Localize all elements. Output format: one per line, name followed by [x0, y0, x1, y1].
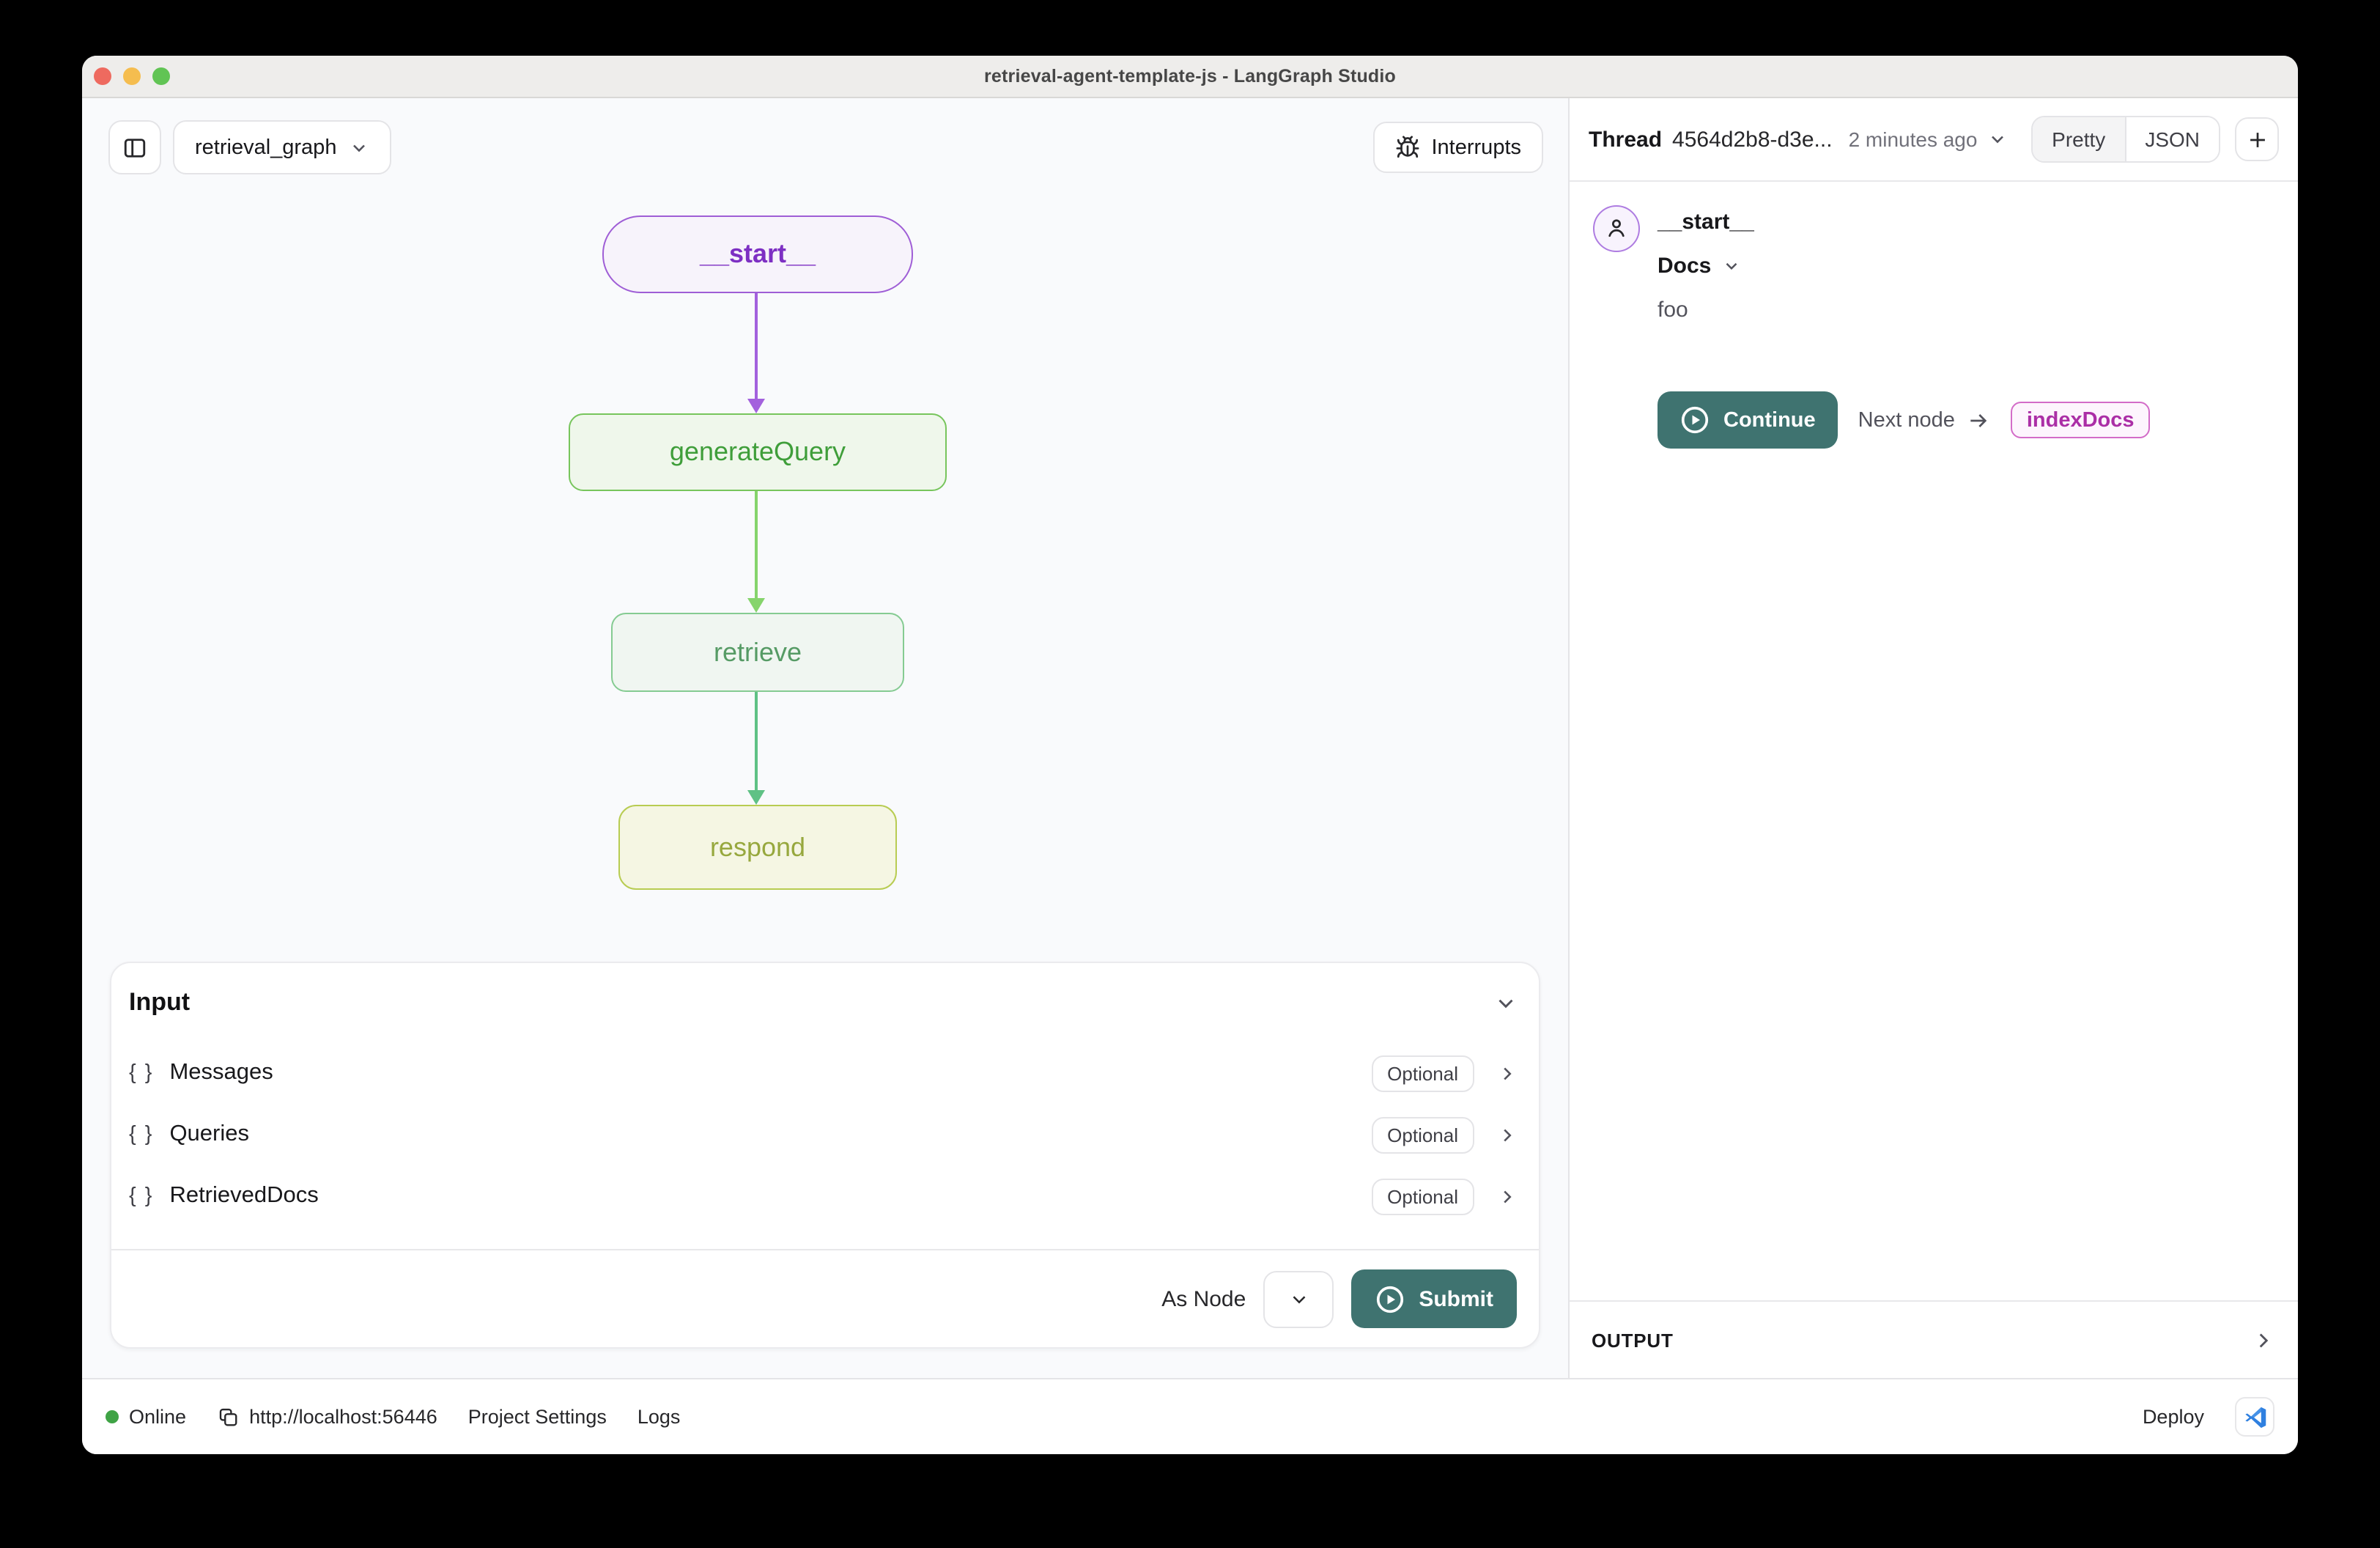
user-icon	[1603, 215, 1630, 242]
input-row-retrieveddocs[interactable]: { } RetrievedDocs Optional	[111, 1165, 1539, 1227]
edge-retrieve-to-respond	[755, 689, 758, 790]
input-row-label: Messages	[169, 1060, 273, 1085]
edge-generatequery-to-retrieve	[755, 488, 758, 598]
input-panel-footer: As Node Submit	[111, 1250, 1539, 1347]
zoom-window-button[interactable]	[152, 67, 170, 85]
view-mode-pretty[interactable]: Pretty	[2033, 117, 2125, 161]
input-row-queries[interactable]: { } Queries Optional	[111, 1104, 1539, 1165]
status-bar: Online http://localhost:56446 Project Se…	[82, 1378, 2298, 1454]
view-mode-toggle: Pretty JSON	[2031, 116, 2220, 163]
online-status: Online	[106, 1406, 186, 1428]
graph-node-generatequery-label: generateQuery	[669, 437, 846, 466]
optional-badge: Optional	[1371, 1116, 1474, 1153]
edge-start-to-generatequery	[755, 290, 758, 399]
input-footer-divider	[111, 1249, 1539, 1250]
server-url[interactable]: http://localhost:56446	[217, 1406, 437, 1428]
message-node-name: __start__	[1658, 210, 1754, 235]
output-label: OUTPUT	[1592, 1329, 1674, 1351]
online-label: Online	[129, 1406, 187, 1428]
project-settings-link[interactable]: Project Settings	[468, 1406, 607, 1428]
input-panel-header[interactable]: Input	[111, 963, 1539, 1042]
interrupts-label: Interrupts	[1431, 136, 1522, 159]
thread-header: Thread 4564d2b8-d3e... 2 minutes ago Pre…	[1570, 98, 2298, 182]
message-content: __start__ Docs foo	[1658, 205, 1754, 322]
next-node-badge[interactable]: indexDocs	[2010, 402, 2151, 438]
copy-icon	[217, 1406, 239, 1428]
graph-node-retrieve-label: retrieve	[713, 637, 802, 666]
input-row-messages[interactable]: { } Messages Optional	[111, 1042, 1539, 1104]
braces-icon: { }	[129, 1123, 154, 1146]
thread-timestamp: 2 minutes ago	[1848, 128, 1978, 151]
chevron-down-icon	[1287, 1288, 1309, 1310]
thread-body: __start__ Docs foo	[1570, 182, 2298, 1300]
logs-link[interactable]: Logs	[637, 1406, 681, 1428]
graph-node-retrieve[interactable]: retrieve	[611, 613, 904, 692]
avatar	[1593, 205, 1640, 252]
chevron-right-icon	[1496, 1124, 1518, 1146]
chevron-down-icon[interactable]	[1987, 129, 2008, 150]
continue-button[interactable]: Continue	[1658, 391, 1838, 449]
graph-selector-dropdown[interactable]: retrieval_graph	[173, 120, 391, 174]
graph-selector-label: retrieval_graph	[195, 136, 337, 159]
optional-badge: Optional	[1371, 1055, 1474, 1091]
next-node-label: Next node	[1858, 408, 1955, 432]
chevron-right-icon	[2251, 1327, 2276, 1352]
window-title: retrieval-agent-template-js - LangGraph …	[983, 66, 1397, 86]
message-field-label: Docs	[1658, 254, 1712, 279]
input-panel-title: Input	[129, 988, 191, 1016]
play-circle-icon	[1375, 1283, 1405, 1314]
app-window: retrieval-agent-template-js - LangGraph …	[82, 56, 2298, 1454]
optional-badge: Optional	[1371, 1178, 1474, 1215]
as-node-select[interactable]	[1263, 1270, 1334, 1327]
interrupts-button[interactable]: Interrupts	[1372, 122, 1543, 173]
graph-node-respond-label: respond	[709, 832, 806, 861]
message-field-value: foo	[1658, 298, 1688, 322]
deploy-link[interactable]: Deploy	[2142, 1406, 2204, 1428]
graph-node-start[interactable]: __start__	[602, 215, 913, 293]
server-url-label: http://localhost:56446	[249, 1406, 437, 1428]
next-node-text: Next node	[1858, 408, 1990, 432]
input-panel: Input { } Messages Optional	[110, 962, 1540, 1349]
braces-icon: { }	[129, 1061, 154, 1085]
bug-icon	[1395, 135, 1420, 160]
message-field-dropdown[interactable]: Docs	[1658, 254, 1754, 279]
input-row-label: RetrievedDocs	[169, 1183, 319, 1208]
input-row-label: Queries	[169, 1121, 249, 1146]
output-section-toggle[interactable]: OUTPUT	[1570, 1300, 2298, 1378]
thread-header-label: Thread	[1589, 127, 1663, 152]
view-mode-json[interactable]: JSON	[2124, 117, 2219, 161]
submit-button[interactable]: Submit	[1351, 1269, 1517, 1328]
submit-label: Submit	[1419, 1286, 1493, 1311]
graph-node-start-label: __start__	[699, 239, 816, 268]
traffic-lights	[94, 56, 170, 97]
continue-label: Continue	[1723, 408, 1816, 432]
titlebar: retrieval-agent-template-js - LangGraph …	[82, 56, 2298, 98]
close-window-button[interactable]	[94, 67, 111, 85]
sidebar-toggle-button[interactable]	[108, 120, 161, 174]
play-circle-icon	[1679, 405, 1710, 435]
graph-panel: retrieval_graph	[82, 98, 1570, 1378]
minimize-window-button[interactable]	[123, 67, 141, 85]
thread-message: __start__ Docs foo	[1593, 205, 2274, 322]
braces-icon: { }	[129, 1184, 154, 1208]
arrow-right-icon	[1967, 408, 1990, 432]
chevron-down-icon[interactable]	[1493, 990, 1518, 1015]
graph-node-respond[interactable]: respond	[618, 805, 897, 890]
plus-icon	[2244, 127, 2269, 152]
online-status-dot	[106, 1410, 119, 1423]
continue-row: Continue Next node indexDocs	[1658, 391, 2274, 449]
thread-panel: Thread 4564d2b8-d3e... 2 minutes ago Pre…	[1570, 98, 2298, 1378]
open-in-vscode-button[interactable]	[2235, 1397, 2274, 1437]
vscode-icon	[2242, 1404, 2268, 1430]
chevron-down-icon	[1721, 257, 1740, 276]
new-thread-button[interactable]	[2235, 117, 2279, 161]
chevron-down-icon	[348, 137, 369, 158]
panel-left-icon	[122, 134, 148, 161]
chevron-right-icon	[1496, 1185, 1518, 1207]
thread-id: 4564d2b8-d3e...	[1672, 127, 1833, 152]
as-node-label: As Node	[1161, 1286, 1246, 1311]
main-split: retrieval_graph	[82, 98, 2298, 1378]
graph-node-generatequery[interactable]: generateQuery	[569, 413, 947, 491]
chevron-right-icon	[1496, 1062, 1518, 1084]
